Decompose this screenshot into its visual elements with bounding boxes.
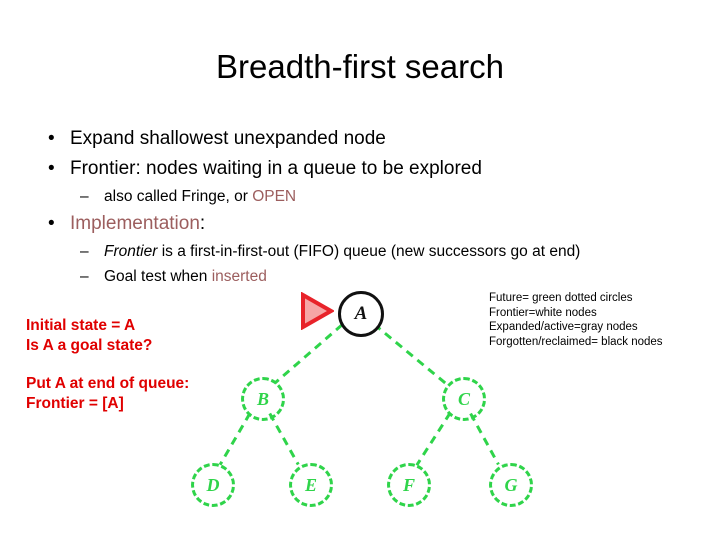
bullet-item-level2: –Goal test when inserted (26, 264, 706, 289)
bullet-marker-icon: – (80, 268, 89, 285)
bullet-list: • Expand shallowest unexpanded node • Front… (26, 124, 706, 289)
red-note-line-2: Is A a goal state? (26, 337, 153, 354)
tree-node-label: F (402, 474, 415, 495)
tree-node-b: B (241, 377, 285, 421)
page-title: Breadth-first search (216, 48, 504, 85)
tree-edge-B-D (218, 412, 252, 466)
bullet-item-level2: –Frontier is a first-in-first-out (FIFO)… (26, 239, 706, 264)
bullet-text-run: Expand shallowest unexpanded node (70, 128, 386, 149)
red-note-line-1: Initial state = A (26, 317, 136, 334)
tree-node-f: F (387, 463, 431, 507)
tree-node-a: A (338, 291, 384, 337)
tree-node-label: C (457, 388, 470, 409)
bullet-text-run: : (199, 213, 206, 234)
bullet-item-level1: • Expand shallowest unexpanded node (26, 124, 706, 154)
legend-line-future: Future= green dotted circles (489, 292, 633, 304)
tree-node-g: G (489, 463, 533, 507)
tree-node-label: D (206, 474, 220, 495)
bullet-item-level1: • Implementation: (26, 209, 706, 239)
tree-node-c: C (442, 377, 486, 421)
tree-node-label: E (304, 474, 317, 495)
tree-edge-C-F (415, 412, 452, 466)
tree-edge-C-G (469, 412, 500, 466)
bullet-item-level2: –also called Fringe, or OPEN (26, 184, 706, 209)
legend-line-expanded: Expanded/active=gray nodes (489, 321, 638, 333)
tree-node-d: D (191, 463, 235, 507)
red-annotation-block: Initial state = A Is A a goal state? Put… (26, 316, 189, 414)
tree-node-label: B (256, 388, 269, 409)
bullet-marker-icon: – (80, 243, 89, 260)
legend-line-forgotten: Forgotten/reclaimed= black nodes (489, 335, 663, 348)
bullet-marker-icon: • (48, 213, 55, 234)
bullet-text-run: Goal test when (104, 268, 212, 285)
bullet-text-run: is a first-in-first-out (FIFO) queue (ne… (157, 243, 581, 260)
tree-edge-A-C (373, 323, 447, 385)
tree-node-label: A (354, 303, 368, 324)
tree-node-label: G (504, 474, 518, 495)
bullet-text-run: inserted (211, 268, 267, 285)
bullet-marker-icon: – (80, 188, 89, 205)
bullet-marker-icon: • (48, 128, 55, 149)
tree-edge-A-B (274, 323, 344, 385)
red-note-spacer (26, 356, 189, 374)
red-pointer-triangle-icon (301, 292, 334, 330)
tree-node-e: E (289, 463, 333, 507)
pointer-shape (301, 292, 334, 330)
red-note-line-3: Put A at end of queue: (26, 375, 190, 392)
bullet-text-run: Frontier (104, 243, 158, 260)
bullet-item-level1: • Frontier: nodes waiting in a queue to b… (26, 154, 706, 184)
bullet-text-run: OPEN (252, 188, 297, 205)
legend-line-frontier: Frontier=white nodes (489, 306, 597, 319)
tree-edge-B-E (268, 412, 300, 466)
legend-block: Future= green dotted circles Frontier=wh… (489, 291, 663, 349)
bullet-marker-icon: • (48, 158, 55, 179)
bullet-text-run: Implementation (70, 213, 200, 234)
bullet-text-run: also called Fringe, or (104, 188, 253, 205)
bullet-text-run: Frontier: nodes waiting in a queue to be… (70, 158, 482, 179)
red-note-line-4: Frontier = [A] (26, 395, 124, 412)
